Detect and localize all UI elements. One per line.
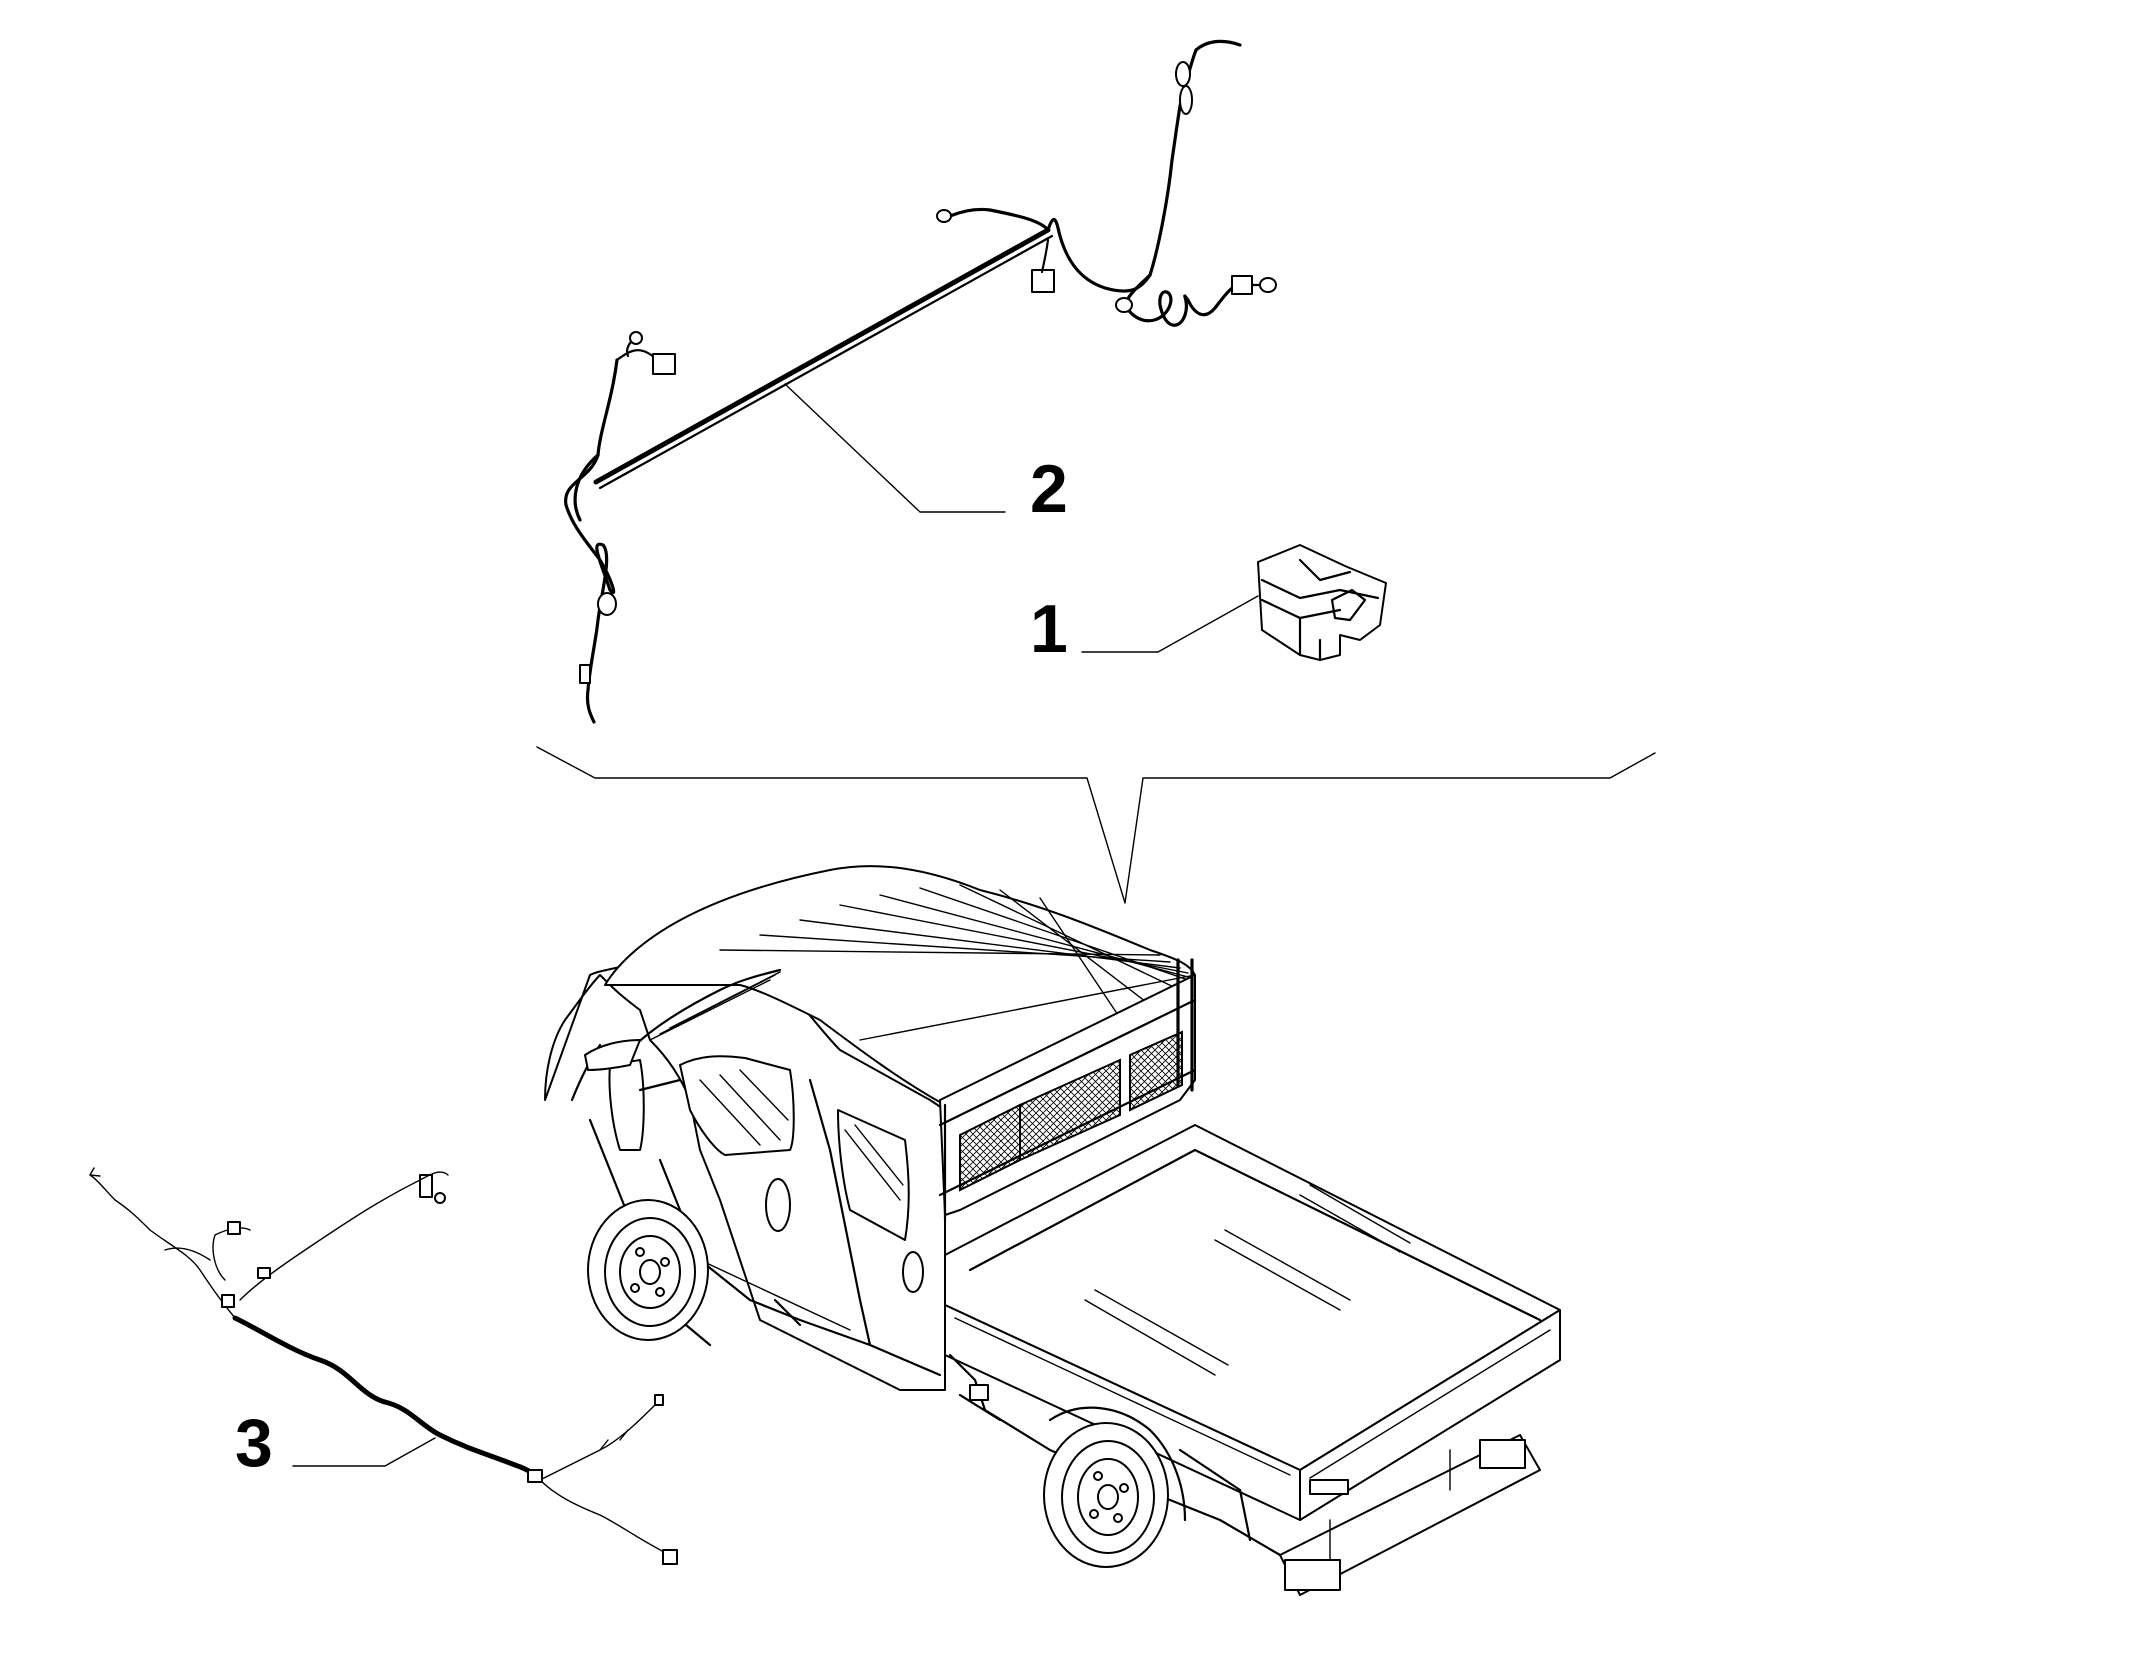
leader-line-2 <box>784 383 1006 513</box>
callout-1: 1 <box>1030 591 1259 667</box>
leader-line-3 <box>292 1437 436 1467</box>
callout-label-3: 3 <box>235 1405 273 1481</box>
callout-2: 2 <box>784 383 1068 527</box>
pickup-truck <box>544 865 1561 1596</box>
callout-3: 3 <box>235 1405 436 1481</box>
callout-label-1: 1 <box>1030 591 1068 667</box>
leader-line-1 <box>1081 595 1259 653</box>
callout-label-2: 2 <box>1030 451 1068 527</box>
module-part-1 <box>1257 544 1387 662</box>
wiring-harness-3 <box>89 1167 678 1565</box>
wiring-harness-2 <box>564 39 1277 724</box>
detail-bracket <box>536 746 1656 904</box>
